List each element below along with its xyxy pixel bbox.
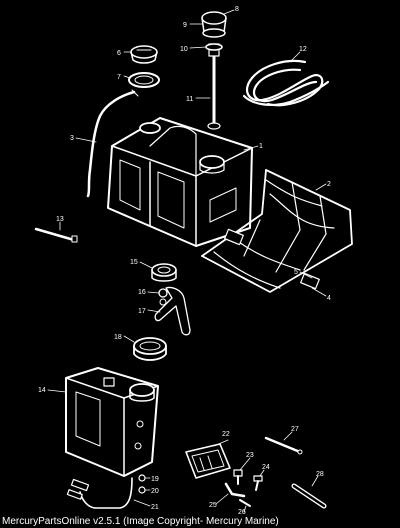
- label-part-12: 12: [299, 46, 307, 53]
- label-part-14: 14: [38, 387, 46, 394]
- part-elbow-fitting[interactable]: [224, 482, 246, 498]
- label-part-3: 3: [70, 135, 74, 142]
- leader-lines: [47, 9, 327, 513]
- part-number-labels: 1 2 3 4 5 6 7 8 9 10 11 12 13 14 15 16 1…: [38, 6, 331, 516]
- part-pin-rod[interactable]: [264, 436, 303, 455]
- part-washer[interactable]: [158, 288, 168, 306]
- part-hose-segment[interactable]: [291, 483, 327, 509]
- label-part-25: 25: [209, 502, 217, 509]
- label-part-21: 21: [151, 504, 159, 511]
- label-part-24: 24: [262, 464, 270, 471]
- part-fitting-23[interactable]: [233, 469, 243, 485]
- label-part-26: 26: [238, 509, 246, 516]
- label-part-2: 2: [327, 181, 331, 188]
- label-part-17: 17: [138, 308, 146, 315]
- part-seal-ring[interactable]: [128, 72, 160, 88]
- label-part-1: 1: [259, 143, 263, 150]
- part-strap-buckles[interactable]: [224, 228, 320, 290]
- part-oil-tank[interactable]: [65, 367, 159, 477]
- part-lever-clip[interactable]: [154, 286, 191, 336]
- label-part-7: 7: [117, 74, 121, 81]
- label-part-19: 19: [151, 476, 159, 483]
- label-part-28: 28: [316, 471, 324, 478]
- part-fuel-tank-cap[interactable]: [130, 45, 158, 64]
- label-part-10: 10: [180, 46, 188, 53]
- part-adapter-ring[interactable]: [133, 337, 167, 361]
- part-fuel-tank[interactable]: [107, 117, 253, 247]
- part-filler-neck-ring[interactable]: [151, 263, 177, 282]
- image-copyright-credit: MercuryPartsOnline v2.5.1 (Image Copyrig…: [2, 516, 279, 527]
- label-part-27: 27: [291, 426, 299, 433]
- label-part-22: 22: [222, 431, 230, 438]
- part-oil-tank-fittings[interactable]: [138, 474, 146, 494]
- label-part-23: 23: [246, 452, 254, 459]
- part-wiring-harness[interactable]: [66, 477, 133, 509]
- part-tank-bracket-frame[interactable]: [201, 169, 353, 293]
- part-filler-cap[interactable]: [201, 11, 227, 38]
- label-part-4: 4: [327, 295, 331, 302]
- part-fuel-hose-coil[interactable]: [242, 59, 330, 107]
- label-part-6: 6: [117, 50, 121, 57]
- part-pump-block[interactable]: [185, 443, 231, 479]
- part-pickup-tube[interactable]: [207, 43, 221, 130]
- label-part-15: 15: [130, 259, 138, 266]
- label-part-5: 5: [294, 269, 298, 276]
- label-part-18: 18: [114, 334, 122, 341]
- label-part-8: 8: [235, 6, 239, 13]
- label-part-9: 9: [183, 22, 187, 29]
- part-bolt[interactable]: [34, 227, 78, 243]
- part-vent-hose[interactable]: [86, 89, 139, 198]
- label-part-20: 20: [151, 488, 159, 495]
- part-fitting-24[interactable]: [253, 475, 263, 491]
- part-gasket-ring[interactable]: [205, 43, 223, 51]
- part-connector-26[interactable]: [239, 499, 251, 507]
- label-part-11: 11: [186, 96, 193, 103]
- label-part-16: 16: [138, 289, 146, 296]
- label-part-13: 13: [56, 216, 64, 223]
